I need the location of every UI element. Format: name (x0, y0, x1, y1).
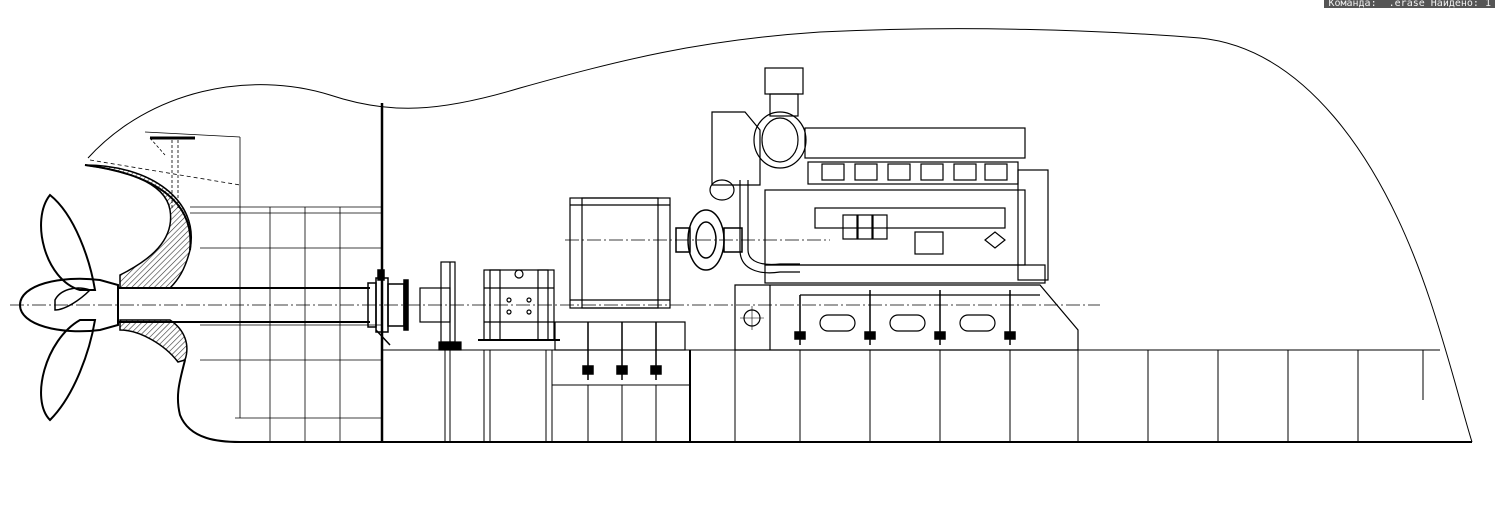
diesel-engine (709, 67, 1049, 284)
stern-tube-seal (367, 269, 409, 346)
hull-outline (87, 28, 1473, 443)
double-bottom-floors (444, 350, 1424, 442)
cylinder-heads (821, 163, 1008, 181)
propeller-shaft (118, 287, 370, 323)
propeller (18, 193, 119, 422)
stern-frames (89, 131, 382, 442)
stern-skeg (84, 164, 382, 443)
intermediate-bearing (419, 261, 462, 351)
flexible-coupling (675, 209, 743, 271)
engine-seating (734, 284, 1079, 351)
command-line-status: Команда: _.erase Найдено: 1 (1324, 0, 1495, 8)
shaft-brake-unit (478, 269, 560, 341)
generator (554, 197, 686, 351)
foundation-bolts (582, 290, 1016, 380)
